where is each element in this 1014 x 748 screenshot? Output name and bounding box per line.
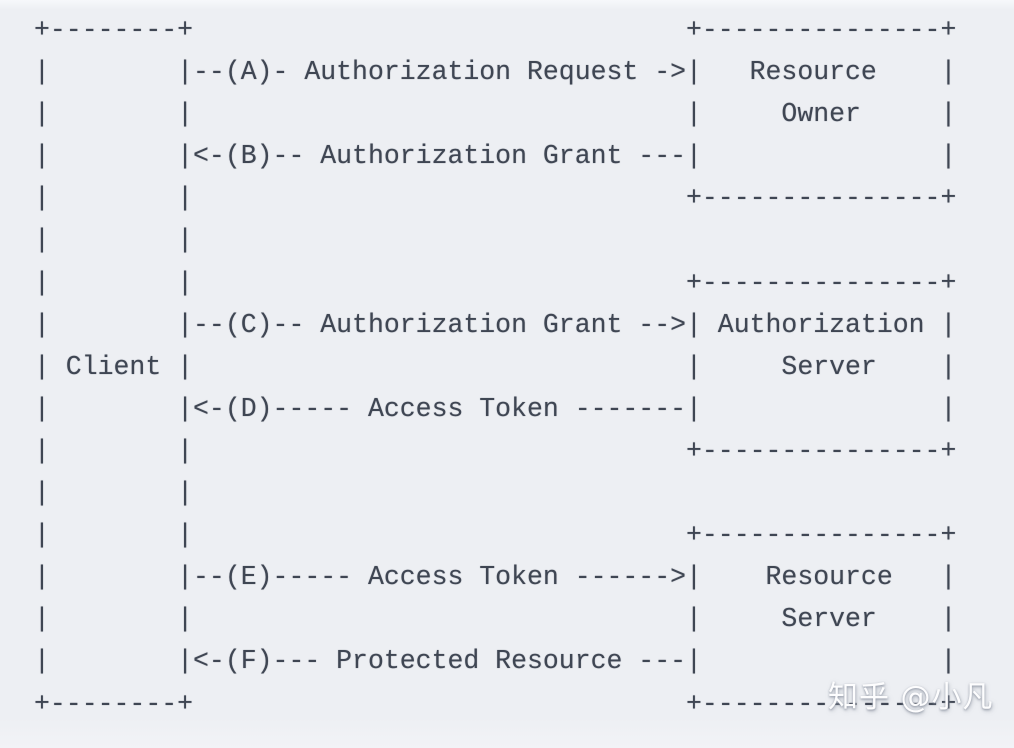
ascii-line-step-c-authorization-grant: | |--(C)-- Authorization Grant -->| Auth… (34, 309, 957, 340)
zhihu-watermark: 知乎 @小凡 (828, 680, 994, 715)
ascii-line-top-borders: +--------+ +---------------+ (34, 15, 957, 45)
ascii-line-client-box-side: | | (34, 478, 194, 509)
ascii-line-bottom-borders: +--------+ +---------------+ (34, 688, 957, 719)
ascii-line-step-d-access-token: | |<-(D)----- Access Token -------| | (34, 393, 957, 424)
ascii-line-resource-owner-bottom-border: | | +---------------+ (34, 183, 957, 214)
ascii-line-auth-server-top-border: | | +---------------+ (34, 267, 957, 298)
ascii-line-auth-server-bottom-border: | | +---------------+ (34, 435, 957, 466)
oauth-flow-ascii-diagram: +--------+ +---------------+ | |--(A)- Au… (34, 9, 956, 725)
ascii-line-resource-server-top-border: | | +---------------+ (34, 520, 957, 551)
ascii-line-client-and-server-labels: | Client | | Server | (34, 351, 957, 382)
ascii-line-step-e-access-token: | |--(E)----- Access Token ------>| Reso… (34, 562, 957, 593)
ascii-line-resource-server-label: | | | Server | (34, 604, 957, 635)
ascii-line-resource-owner-label: | | | Owner | (34, 99, 957, 130)
ascii-line-step-b-authorization-grant: | |<-(B)-- Authorization Grant ---| | (34, 141, 957, 172)
ascii-line-client-box-side: | | (34, 225, 194, 256)
ascii-line-step-a-authorization-request: | |--(A)- Authorization Request ->| Reso… (34, 57, 957, 88)
ascii-line-step-f-protected-resource: | |<-(F)--- Protected Resource ---| | (34, 646, 957, 677)
